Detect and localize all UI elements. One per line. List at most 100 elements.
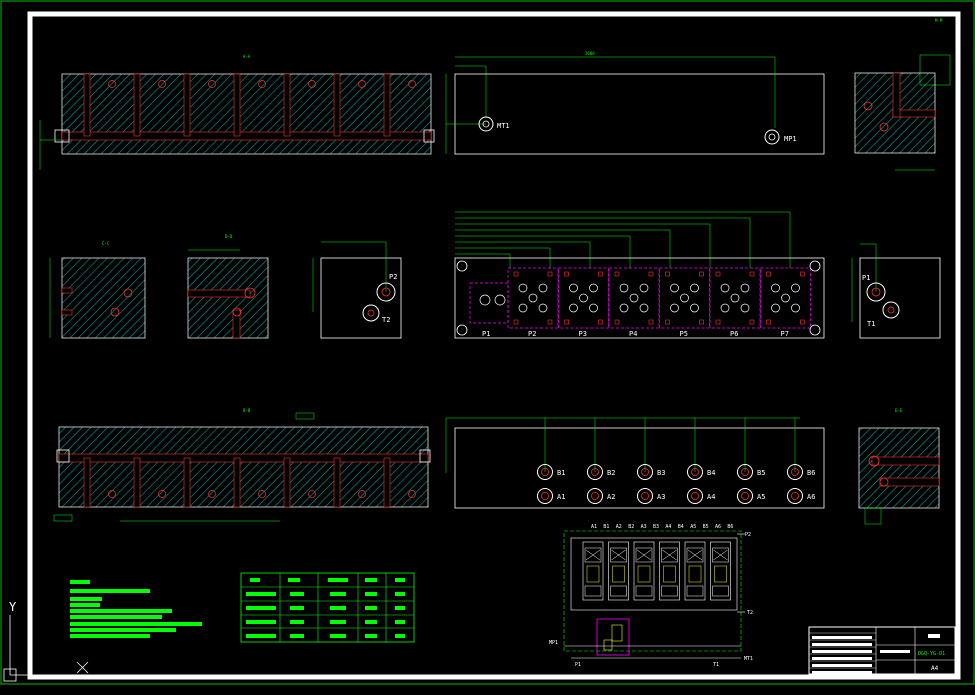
port-label-b: B1 <box>557 469 565 477</box>
ucs-y-label: Y <box>9 600 17 614</box>
valve-envelope <box>610 547 627 563</box>
drill-hole <box>308 80 316 88</box>
valve-station-outline[interactable] <box>558 267 609 329</box>
port-label-a: A1 <box>557 493 565 501</box>
mount-hole <box>749 319 755 325</box>
table-header-cell <box>395 578 405 582</box>
schematic-port-label: B2 <box>628 524 634 530</box>
port-label-a: A6 <box>807 493 815 501</box>
check-valve-symbol <box>637 565 651 583</box>
side-section-view-top-right[interactable]: M-M <box>854 18 951 171</box>
table-cell <box>246 620 276 624</box>
port-a-icon[interactable] <box>637 488 653 504</box>
valve-path <box>662 549 677 561</box>
valve-station-outline[interactable] <box>760 267 811 329</box>
port-hole <box>791 283 800 293</box>
front-section-view-top[interactable]: A-A <box>39 54 435 170</box>
port-hole <box>771 283 780 293</box>
station-label: P4 <box>629 330 637 338</box>
mt1-port-icon[interactable] <box>478 116 494 132</box>
table-cell <box>246 592 276 596</box>
port-label-t2: T2 <box>382 316 390 324</box>
directional-valve-symbol[interactable] <box>659 541 680 601</box>
port-b-icon[interactable] <box>737 464 753 480</box>
table-header-cell <box>288 578 300 582</box>
port-hole <box>629 293 639 303</box>
port-a-icon[interactable] <box>587 488 603 504</box>
port-b-bore <box>691 468 699 476</box>
directional-valve-symbol[interactable] <box>633 541 655 601</box>
port-a-icon[interactable] <box>787 488 803 504</box>
svg-text:3608: 3608 <box>585 51 595 56</box>
valve-station-outline[interactable] <box>709 267 761 329</box>
drill-channel <box>333 73 341 137</box>
mount-hole <box>598 319 603 325</box>
inner-border <box>27 11 961 680</box>
side-section-view-bottom-right[interactable]: E-E <box>858 408 940 525</box>
table-cell <box>330 592 346 596</box>
port-a-icon[interactable] <box>737 488 753 504</box>
table-cell <box>395 592 405 596</box>
drill-hole <box>258 490 266 498</box>
right-port-end-view[interactable]: P1 T1 <box>851 243 941 339</box>
directional-valve-symbol[interactable] <box>582 541 604 601</box>
port-b-icon[interactable] <box>637 464 653 480</box>
drill-channel <box>383 457 391 508</box>
schematic-port-label: B6 <box>727 524 733 530</box>
small-section-view-2[interactable]: D-D <box>187 234 269 339</box>
check-valve-symbol <box>688 565 702 583</box>
title-block[interactable]: DGQ-YG-01 A4 <box>808 626 956 675</box>
t2-port-icon[interactable] <box>362 304 380 322</box>
drill-hole <box>358 80 366 88</box>
drill-channel <box>383 73 391 137</box>
mount-hole <box>614 319 620 325</box>
port-hole <box>589 303 598 313</box>
technical-notes <box>70 580 202 638</box>
mount-hole <box>547 319 553 325</box>
port-b-icon[interactable] <box>787 464 803 480</box>
directional-valve-symbol[interactable] <box>608 541 629 601</box>
port-b-bore <box>791 468 799 476</box>
table-cell <box>246 606 276 610</box>
schematic-port-label: B4 <box>678 524 684 530</box>
top-plan-view[interactable]: MT1 MP1 3608 <box>445 51 825 155</box>
port-hole <box>720 283 730 293</box>
port-a-icon[interactable] <box>537 488 553 504</box>
valve-envelope <box>635 547 653 563</box>
port-hole <box>781 293 790 303</box>
valve-station-outline[interactable] <box>608 267 660 329</box>
valve-station-outline[interactable] <box>507 267 559 329</box>
title-text <box>812 664 872 667</box>
table-header-cell <box>250 578 260 582</box>
directional-valve-symbol[interactable] <box>684 541 706 601</box>
port-b-icon[interactable] <box>537 464 553 480</box>
valve-envelope <box>661 547 678 563</box>
svg-text:C-C: C-C <box>102 241 110 246</box>
port-b-icon[interactable] <box>687 464 703 480</box>
parts-table[interactable] <box>240 572 415 643</box>
front-section-view-bottom[interactable]: B-B <box>53 408 431 522</box>
port-a-bore <box>591 492 599 500</box>
schematic-port-label: B5 <box>703 524 709 530</box>
p2-port-icon[interactable] <box>376 282 396 302</box>
svg-text:M-M: M-M <box>935 18 943 23</box>
p1-port-icon[interactable] <box>866 282 886 302</box>
port-hole <box>579 293 588 303</box>
port-a-icon[interactable] <box>687 488 703 504</box>
mp1-port-icon[interactable] <box>764 129 780 145</box>
drill-hole <box>208 490 216 498</box>
valve-station-outline[interactable] <box>659 267 710 329</box>
t1-port-icon[interactable] <box>882 301 900 319</box>
port-label-a: A2 <box>607 493 615 501</box>
small-section-view-1[interactable]: C-C <box>49 241 146 339</box>
port-b-icon[interactable] <box>587 464 603 480</box>
table-cell <box>330 620 346 624</box>
left-port-end-view[interactable]: P2 T2 <box>312 241 402 339</box>
schematic-port-label: A3 <box>641 524 647 530</box>
directional-valve-symbol[interactable] <box>710 541 731 601</box>
schematic-port-label: B3 <box>653 524 659 530</box>
